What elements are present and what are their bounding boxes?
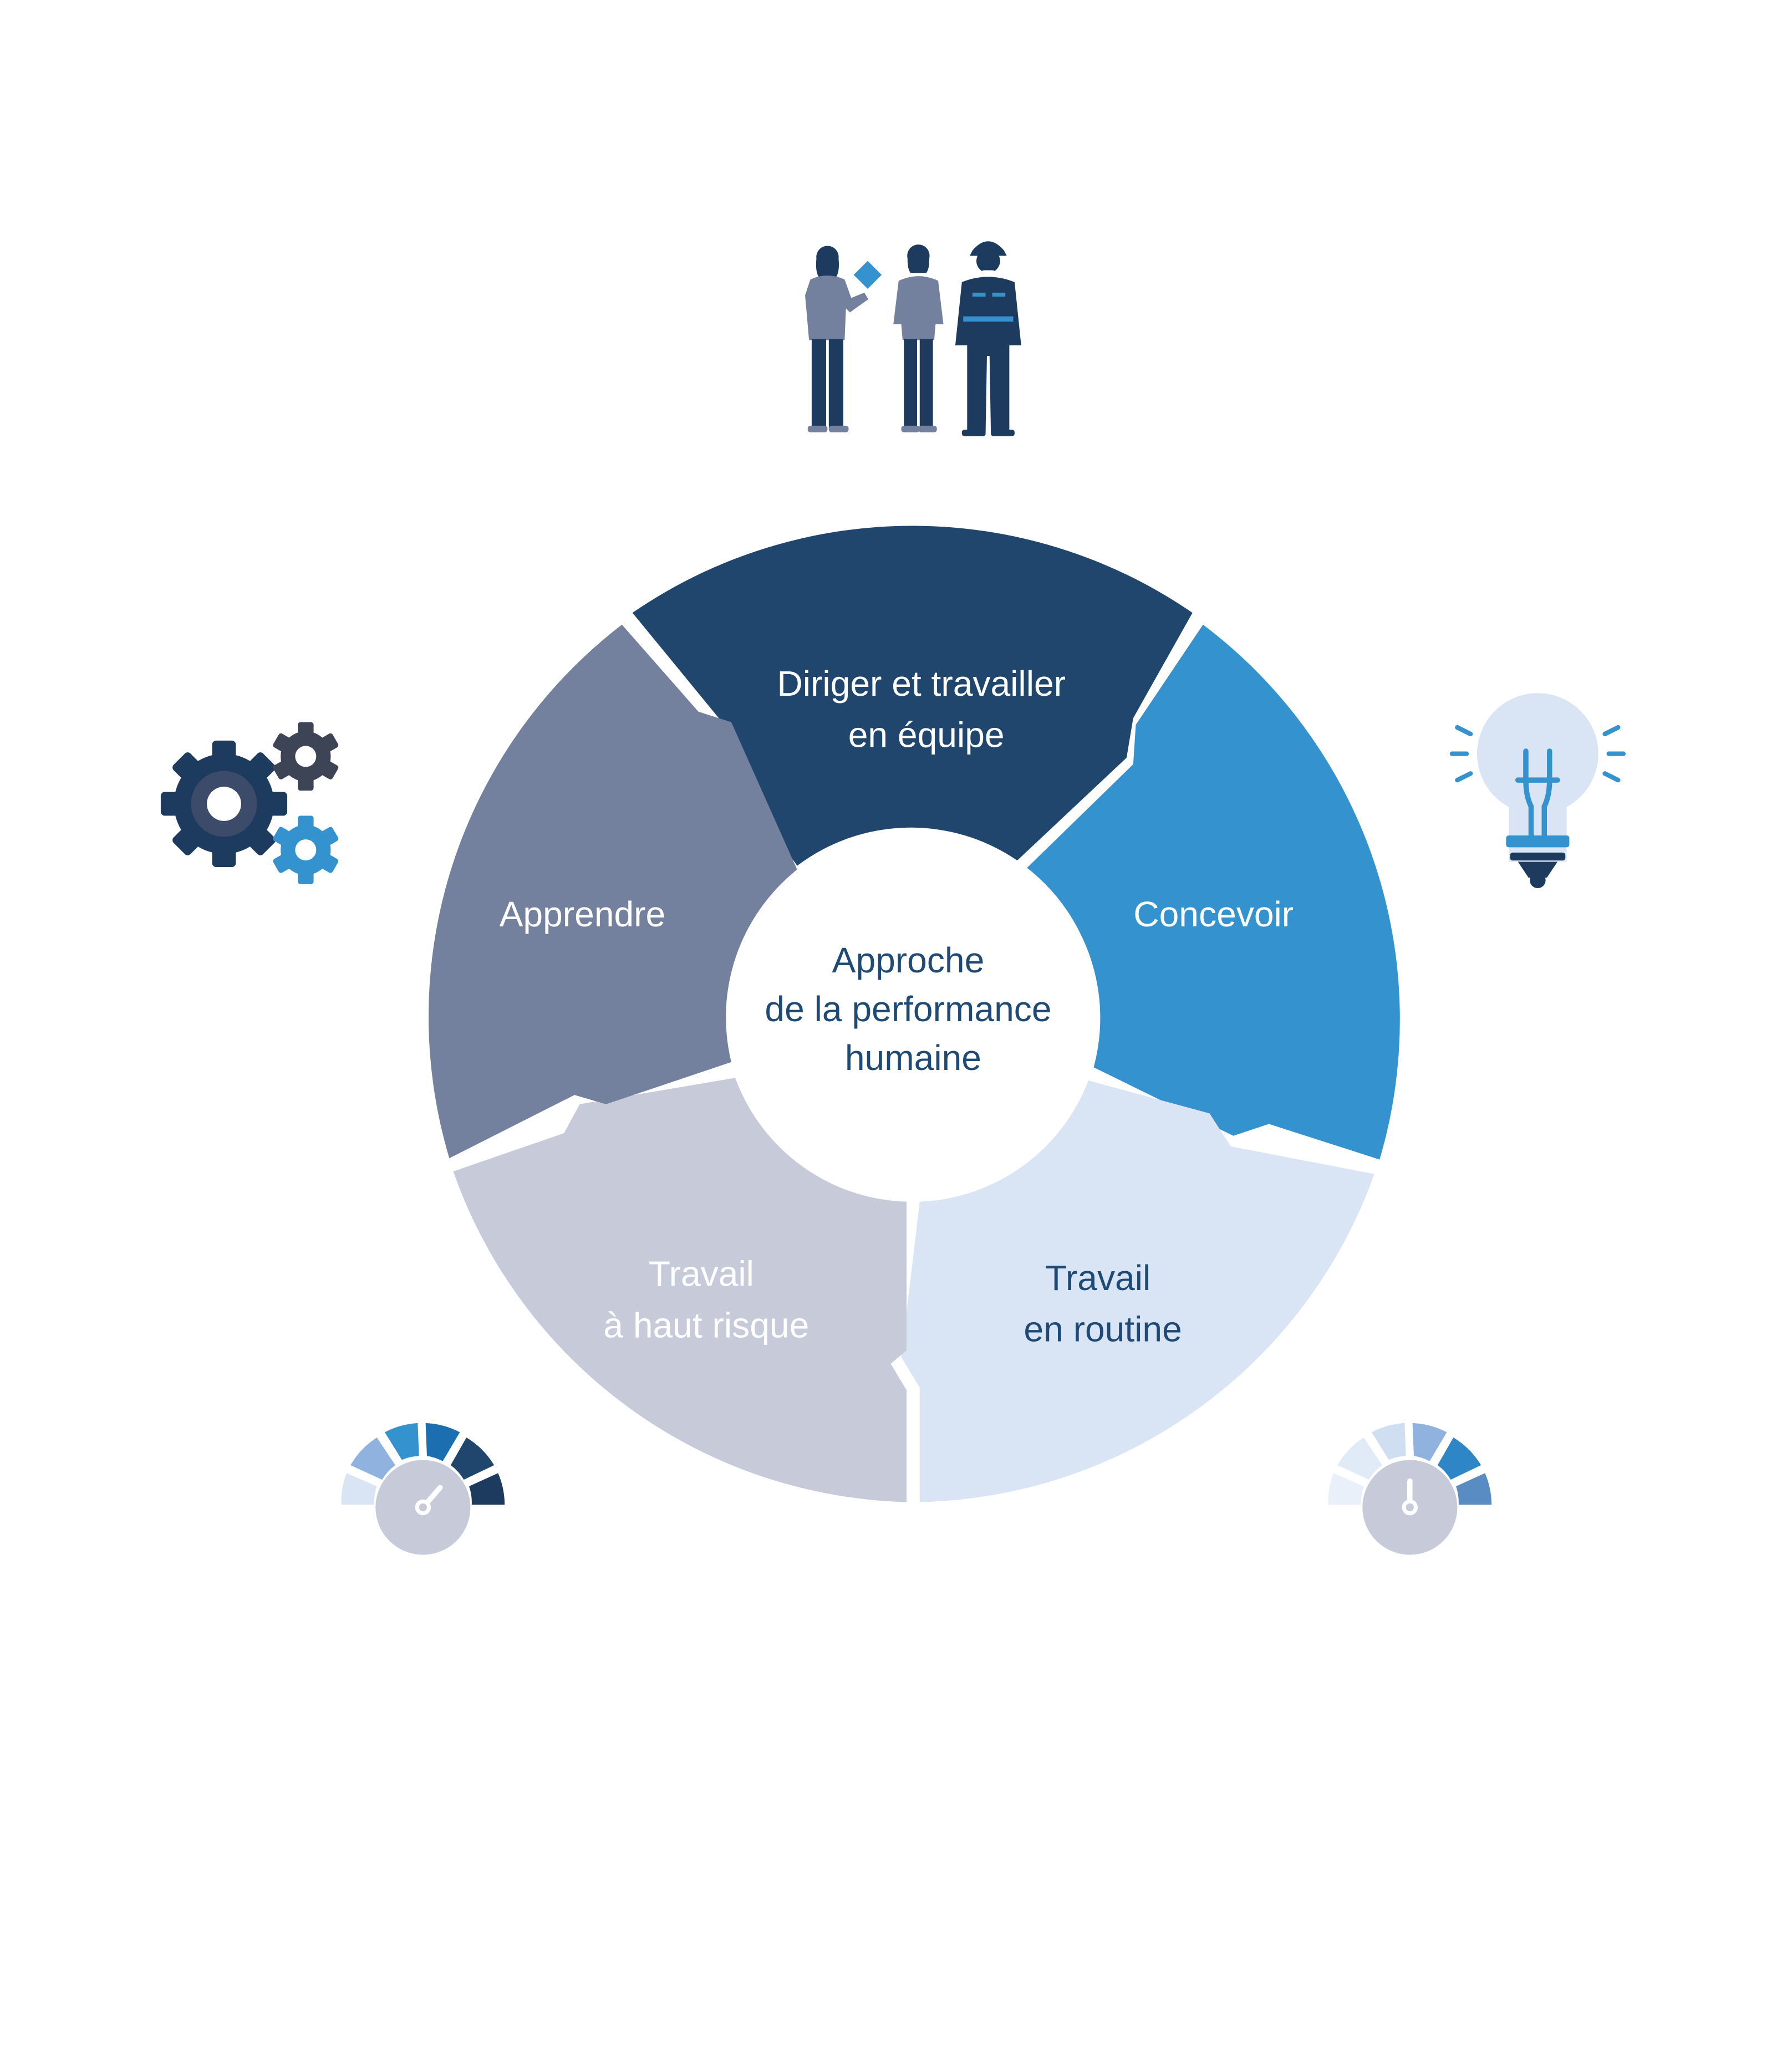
people-group-icon [805, 241, 1021, 436]
segment-haut-risque-label: Travail à haut risque [603, 1254, 809, 1345]
center-line-2: de la performance [765, 989, 1051, 1029]
segment-concevoir[interactable] [1026, 624, 1400, 1160]
segment-diriger-label: Diriger et travailler en équipe [777, 664, 1075, 755]
segment-routine-line-2: en routine [1024, 1309, 1182, 1349]
segment-routine[interactable] [901, 1080, 1374, 1502]
segment-apprendre-label: Apprendre [500, 894, 666, 934]
segment-haut-risque-line-2: à haut risque [603, 1305, 809, 1345]
lightbulb-icon [1449, 693, 1626, 889]
center-label: Approche de la performance humaine [765, 940, 1061, 1078]
gauge-high-icon [341, 1423, 505, 1555]
worker-person-icon [955, 241, 1021, 436]
segment-haut-risque-line-1: Travail [649, 1254, 754, 1294]
woman-person-icon [805, 246, 882, 432]
center-circle [727, 829, 1099, 1201]
segment-diriger-line-1: Diriger et travailler [777, 664, 1066, 704]
segment-routine-label: Travail en routine [1024, 1258, 1182, 1349]
gauge-low-icon [1328, 1423, 1492, 1555]
segment-concevoir-line-1: Concevoir [1133, 894, 1294, 934]
wheel [428, 526, 1400, 1502]
person-icon [893, 244, 944, 432]
center-line-1: Approche [832, 940, 985, 980]
segment-concevoir-label: Concevoir [1133, 894, 1294, 934]
center-line-3: humaine [845, 1038, 981, 1078]
blue-gear-icon [273, 815, 339, 884]
small-gear-icon [273, 722, 339, 791]
segment-diriger[interactable] [632, 526, 1193, 866]
segment-haut-risque[interactable] [453, 1078, 907, 1502]
segment-apprendre-line-1: Apprendre [500, 894, 666, 934]
segment-diriger-line-2: en équipe [848, 715, 1005, 755]
large-gear-icon [160, 740, 288, 868]
segment-apprendre[interactable] [428, 624, 797, 1159]
gears-icon [160, 722, 339, 884]
segment-routine-line-1: Travail [1045, 1258, 1150, 1298]
